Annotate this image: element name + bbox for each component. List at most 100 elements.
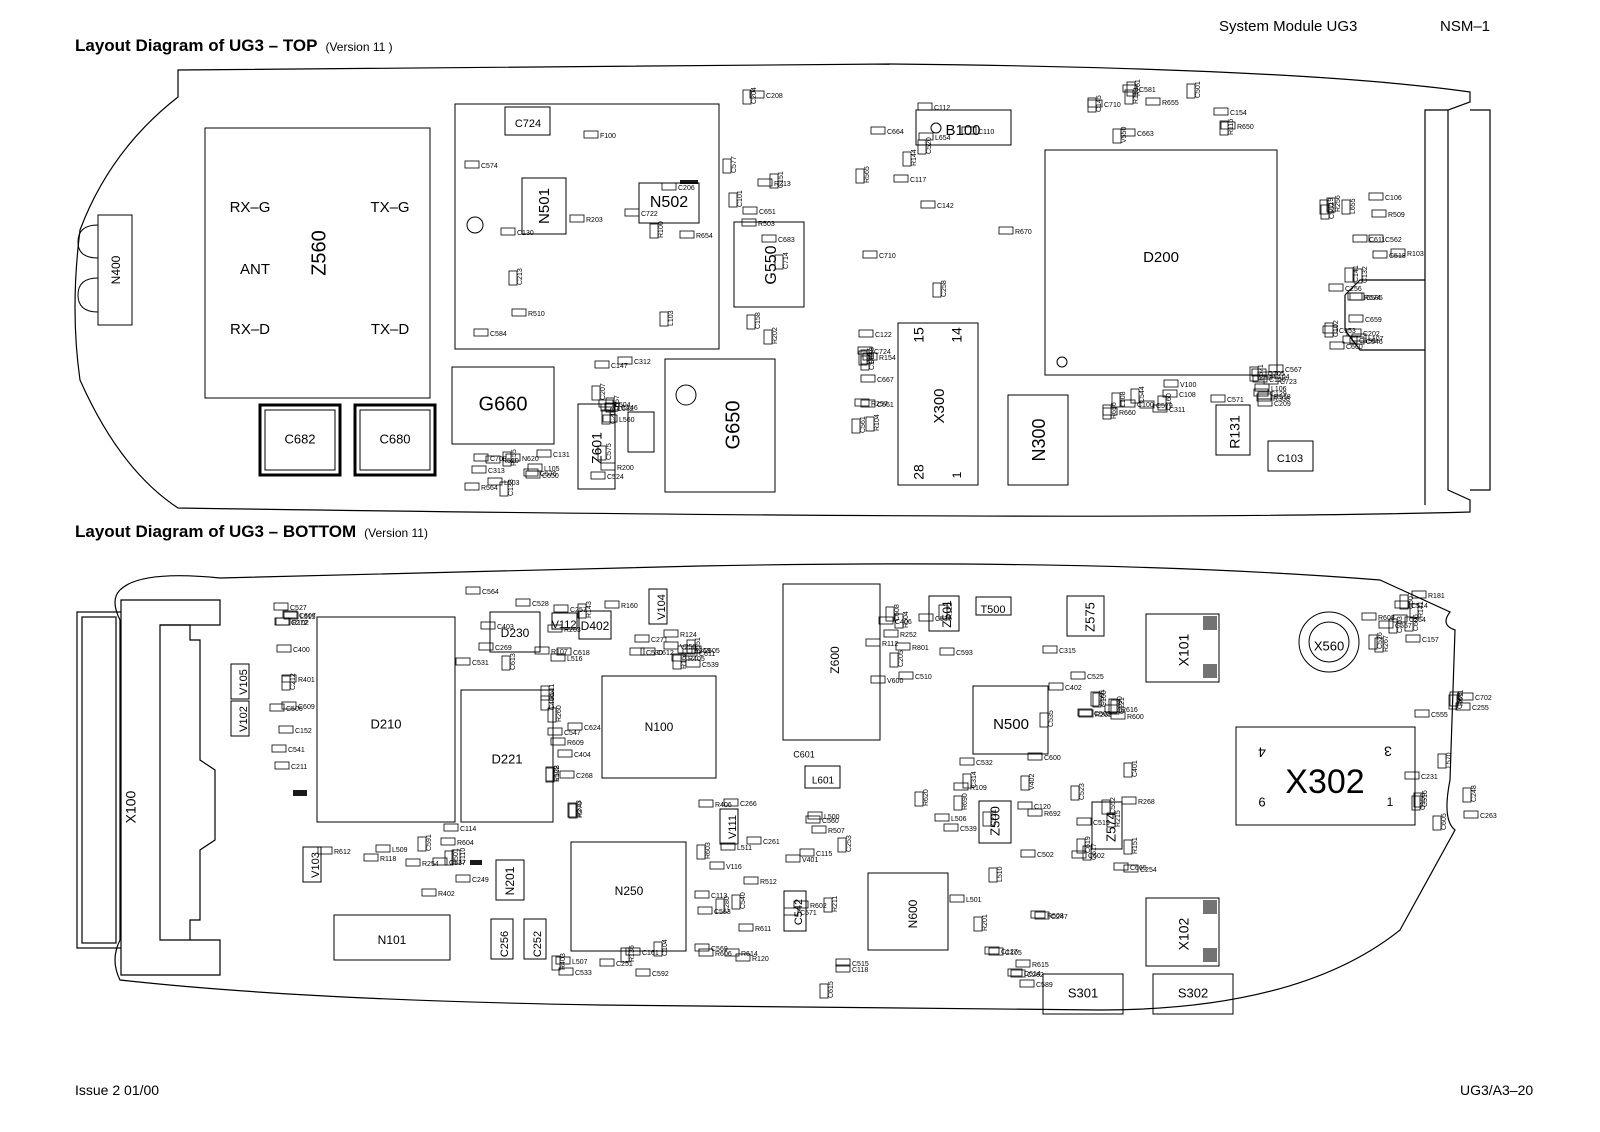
svg-text:C539: C539 <box>960 826 977 833</box>
part-r254: R254 <box>405 858 439 868</box>
svg-text:C402: C402 <box>1065 685 1082 692</box>
component-label-x100: X100 <box>123 790 139 823</box>
svg-text:C121: C121 <box>1119 697 1126 714</box>
svg-text:R405: R405 <box>688 656 705 663</box>
part-c579: C579 <box>1139 400 1173 410</box>
component-label-c103: C103 <box>1277 453 1303 465</box>
svg-text:R109: R109 <box>970 785 987 792</box>
part-r103: R103 <box>1390 248 1424 258</box>
part-r107: R107 <box>534 646 568 656</box>
part-r144: R144 <box>902 149 918 167</box>
svg-text:C575: C575 <box>606 443 613 460</box>
svg-text:C527: C527 <box>290 605 307 612</box>
part-r401: R401 <box>281 674 315 684</box>
part-c401: C401 <box>1123 760 1139 778</box>
svg-text:C533: C533 <box>575 970 592 977</box>
component-label-v103: V103 <box>310 852 322 878</box>
part-c510: C510 <box>898 671 932 681</box>
svg-text:R143: R143 <box>586 601 593 618</box>
svg-text:C255: C255 <box>1472 705 1489 712</box>
part-c212: C212 <box>281 673 297 691</box>
part-c141: C141 <box>1344 265 1360 283</box>
svg-text:R113: R113 <box>1133 88 1140 104</box>
svg-text:L507: L507 <box>572 959 588 966</box>
bottom-components <box>230 583 1416 1015</box>
part-r122: R122 <box>938 602 954 620</box>
part-c158: C158 <box>746 312 762 330</box>
svg-text:R265: R265 <box>1095 712 1112 719</box>
part-c665: C665 <box>1113 862 1147 872</box>
svg-text:R406: R406 <box>715 802 732 809</box>
part-c535: C535 <box>1039 710 1055 728</box>
part-c147: C147 <box>594 360 628 370</box>
part-c102: C102 <box>1324 320 1340 338</box>
svg-text:R268: R268 <box>1138 799 1155 806</box>
top-diagram-title: Layout Diagram of UG3 – TOP(Version 11 ) <box>75 36 393 56</box>
svg-text:C531: C531 <box>472 660 489 667</box>
component-label-x300: X300 <box>931 388 948 423</box>
svg-text:R670: R670 <box>1015 229 1032 236</box>
svg-text:R162: R162 <box>681 652 688 669</box>
part-c600: C600 <box>1027 752 1061 762</box>
part-c683: C683 <box>761 234 795 244</box>
part-c619: C619 <box>1076 836 1092 854</box>
part-l501: L501 <box>949 894 982 904</box>
part-c140: C140 <box>860 353 876 371</box>
svg-text:C562: C562 <box>1385 237 1402 244</box>
part-c117: C117 <box>893 174 926 184</box>
part-r507: R507 <box>811 825 845 835</box>
part-l516: L516 <box>550 653 583 663</box>
component-label-pin1: 1 <box>950 471 964 478</box>
svg-text:C161: C161 <box>642 950 659 957</box>
svg-text:R616: R616 <box>1121 707 1138 714</box>
svg-text:C514: C514 <box>1411 603 1428 610</box>
svg-text:C132: C132 <box>1362 266 1369 283</box>
part-c207: C207 <box>591 383 607 401</box>
svg-text:C117: C117 <box>910 177 926 184</box>
svg-text:R122: R122 <box>947 602 954 619</box>
part-r564: R564 <box>464 482 498 492</box>
part-r260: R260 <box>547 705 563 723</box>
component-label-v111: V111 <box>727 815 739 839</box>
bottom-small-parts: C211R160R162C405V116C110C161R112R109C100… <box>269 586 1497 999</box>
component-label-rxg: RX–G <box>230 199 271 216</box>
part-c609: C609 <box>281 701 315 711</box>
svg-text:R654: R654 <box>696 233 713 240</box>
svg-text:C257: C257 <box>570 607 587 614</box>
part-c108: C108 <box>1162 389 1196 399</box>
svg-text:C600: C600 <box>1044 755 1061 762</box>
svg-text:C571: C571 <box>1227 397 1244 404</box>
svg-text:C612: C612 <box>657 650 674 657</box>
part-c508: C508 <box>1448 692 1464 710</box>
svg-text:C280: C280 <box>724 896 731 913</box>
svg-text:C158: C158 <box>755 312 762 329</box>
part-c313: C313 <box>471 465 505 475</box>
svg-text:V402: V402 <box>1029 774 1036 790</box>
svg-text:R513: R513 <box>576 800 583 817</box>
part-c515: C515 <box>835 958 869 968</box>
part-v250: V250 <box>663 641 696 651</box>
svg-text:C231: C231 <box>1421 774 1438 781</box>
part-c204: C204 <box>742 87 758 105</box>
part-l560: L560 <box>602 414 635 424</box>
svg-text:C614: C614 <box>1024 971 1041 978</box>
svg-text:R609: R609 <box>567 740 584 747</box>
part-c266: C266 <box>723 798 757 808</box>
svg-text:C710: C710 <box>1104 102 1121 109</box>
svg-text:R509: R509 <box>1388 212 1405 219</box>
svg-text:C608: C608 <box>894 604 901 621</box>
part-c153: C153 <box>1322 325 1356 335</box>
svg-text:C540: C540 <box>740 892 747 909</box>
part-r136: R136 <box>620 945 636 963</box>
part-c557: C557 <box>1378 620 1412 630</box>
svg-text:R202: R202 <box>772 327 779 344</box>
svg-text:C574: C574 <box>481 163 498 170</box>
part-r405: R405 <box>671 653 705 663</box>
svg-text:C582: C582 <box>617 406 634 413</box>
part-c567: C567 <box>1268 364 1302 374</box>
svg-text:C118: C118 <box>852 967 868 974</box>
part-c660: C660 <box>1329 341 1363 351</box>
part-c569: C569 <box>694 943 728 953</box>
part-r263: R263 <box>547 624 581 634</box>
